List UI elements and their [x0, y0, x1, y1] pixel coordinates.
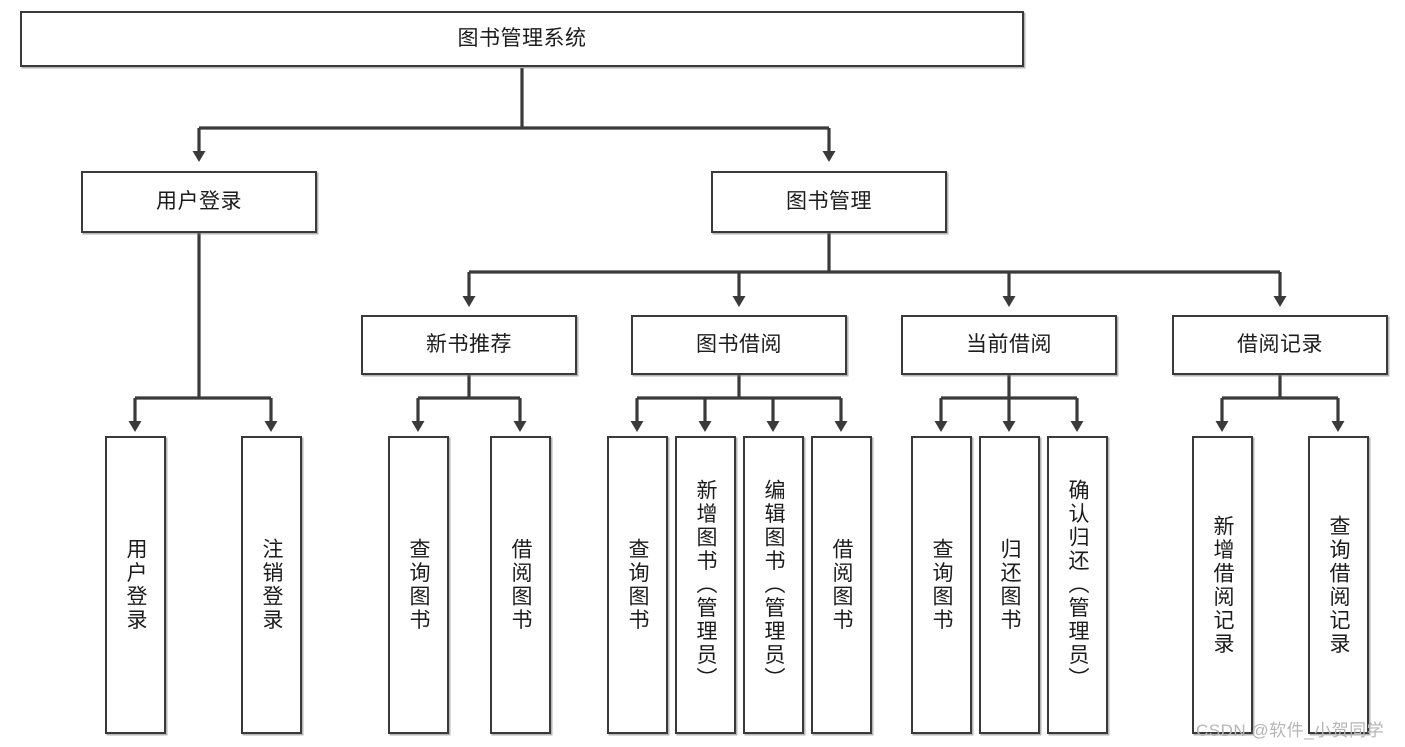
leaf-borrow-query[interactable]: 查询图书 — [607, 436, 668, 734]
node-current-borrow[interactable]: 当前借阅 — [901, 315, 1117, 375]
leaf-current-query[interactable]: 查询图书 — [911, 436, 972, 734]
node-book-borrow-label: 图书借阅 — [696, 333, 782, 357]
node-new-book-recommend-label: 新书推荐 — [426, 333, 512, 357]
node-borrow-record-label: 借阅记录 — [1237, 333, 1323, 357]
leaf-current-return[interactable]: 归还图书 — [979, 436, 1040, 734]
leaf-borrow-borrow-book[interactable]: 借阅图书 — [811, 436, 872, 734]
leaf-label: 新增图书（管理员） — [694, 479, 717, 691]
csdn-watermark: CSDN @软件_小贺同学 — [1196, 721, 1385, 740]
leaf-label: 确认归还（管理员） — [1066, 479, 1089, 691]
leaf-label: 借阅图书 — [509, 538, 532, 632]
leaf-label: 借阅图书 — [830, 538, 853, 632]
node-new-book-recommend[interactable]: 新书推荐 — [361, 315, 577, 375]
node-root-label: 图书管理系统 — [457, 27, 587, 51]
node-book-management[interactable]: 图书管理 — [711, 171, 947, 233]
node-book-borrow[interactable]: 图书借阅 — [631, 315, 847, 375]
leaf-user-login-login[interactable]: 用户登录 — [105, 436, 166, 734]
leaf-label: 查询图书 — [407, 538, 430, 632]
leaf-record-query[interactable]: 查询借阅记录 — [1308, 436, 1369, 734]
leaf-label: 归还图书 — [998, 538, 1021, 632]
node-current-borrow-label: 当前借阅 — [966, 333, 1052, 357]
leaf-label: 编辑图书（管理员） — [762, 479, 785, 691]
node-root[interactable]: 图书管理系统 — [20, 11, 1024, 67]
node-book-management-label: 图书管理 — [786, 190, 872, 214]
node-user-login-label: 用户登录 — [156, 190, 242, 214]
leaf-label: 注销登录 — [260, 538, 283, 632]
leaf-current-confirm-return[interactable]: 确认归还（管理员） — [1047, 436, 1108, 734]
leaf-user-login-logout[interactable]: 注销登录 — [241, 436, 302, 734]
leaf-borrow-add-book[interactable]: 新增图书（管理员） — [675, 436, 736, 734]
node-user-login[interactable]: 用户登录 — [81, 171, 317, 233]
leaf-label: 查询借阅记录 — [1327, 514, 1350, 656]
leaf-label: 新增借阅记录 — [1211, 514, 1234, 656]
leaf-new-book-borrow[interactable]: 借阅图书 — [490, 436, 551, 734]
leaf-label: 查询图书 — [626, 538, 649, 632]
leaf-borrow-edit-book[interactable]: 编辑图书（管理员） — [743, 436, 804, 734]
leaf-record-add[interactable]: 新增借阅记录 — [1192, 436, 1253, 734]
leaf-label: 查询图书 — [930, 538, 953, 632]
node-borrow-record[interactable]: 借阅记录 — [1172, 315, 1388, 375]
leaf-new-book-query[interactable]: 查询图书 — [388, 436, 449, 734]
leaf-label: 用户登录 — [124, 538, 147, 632]
